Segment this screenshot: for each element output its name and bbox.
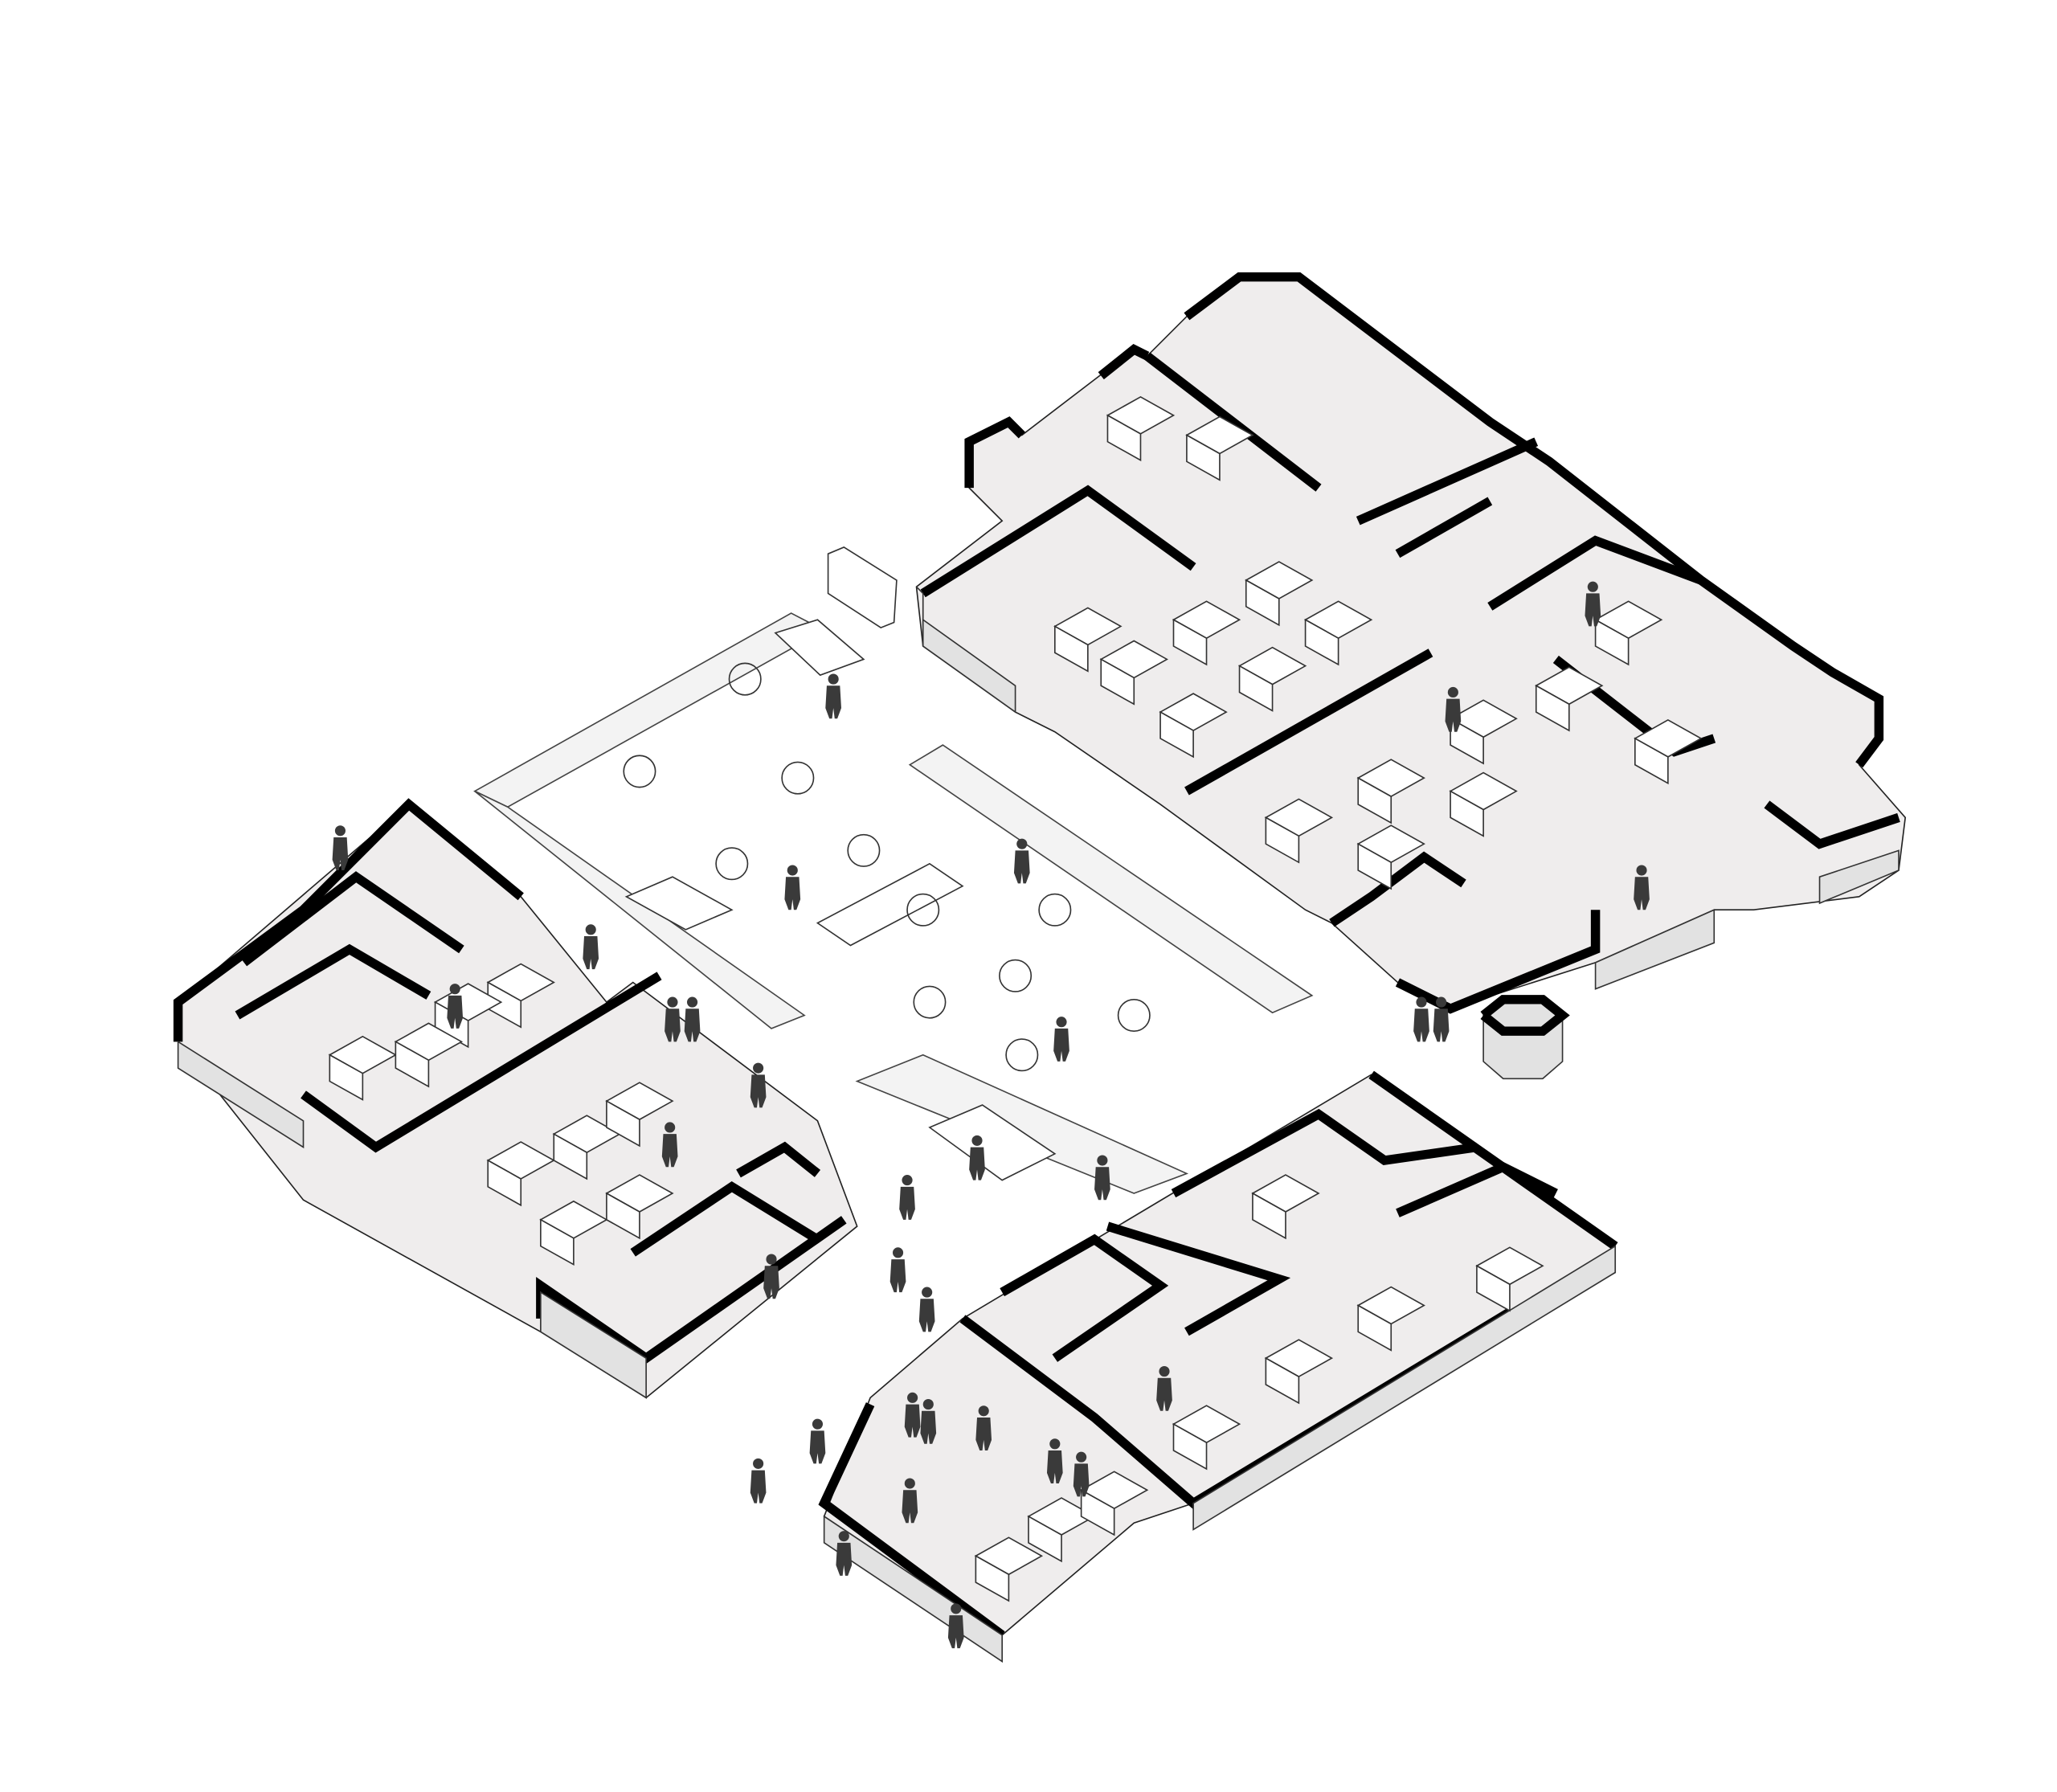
table-side bbox=[1106, 414, 1142, 462]
person-figure bbox=[1585, 581, 1601, 627]
cafe-table-set bbox=[847, 833, 881, 867]
cafe-table-set bbox=[999, 959, 1033, 992]
person-figure bbox=[825, 673, 841, 719]
person-figure bbox=[969, 1135, 985, 1180]
cafe-table-set bbox=[906, 893, 940, 927]
building-west bbox=[173, 798, 858, 1399]
table-side bbox=[1186, 434, 1221, 481]
table-side bbox=[1476, 1264, 1511, 1312]
person-figure bbox=[904, 1392, 921, 1438]
table-side bbox=[487, 1159, 522, 1207]
table-side bbox=[1357, 842, 1392, 890]
people-group bbox=[332, 581, 1650, 1649]
table-side bbox=[1594, 618, 1630, 666]
table-side bbox=[553, 1132, 588, 1180]
person-figure bbox=[809, 1418, 826, 1464]
person-figure bbox=[1073, 1451, 1090, 1497]
person-figure bbox=[583, 924, 599, 970]
cafe-table-set bbox=[1038, 893, 1072, 927]
table-side bbox=[1252, 1192, 1286, 1240]
table-side bbox=[329, 1054, 364, 1101]
gravel-strip-east bbox=[908, 744, 1314, 1014]
person-figure bbox=[920, 1399, 937, 1444]
table-side bbox=[1080, 1488, 1115, 1536]
person-figure bbox=[1413, 996, 1429, 1042]
person-figure bbox=[836, 1531, 853, 1576]
person-figure bbox=[1094, 1155, 1110, 1201]
gravel-strip-north bbox=[473, 612, 826, 808]
person-figure bbox=[975, 1405, 992, 1451]
bench-deck-west bbox=[624, 876, 734, 931]
cafe-table-set bbox=[781, 761, 815, 795]
table-side bbox=[1172, 618, 1208, 666]
person-figure bbox=[899, 1175, 915, 1220]
table-side bbox=[1053, 625, 1089, 673]
person-figure bbox=[332, 825, 349, 871]
person-figure bbox=[750, 1458, 767, 1504]
table-side bbox=[1238, 665, 1274, 712]
table-side bbox=[1159, 710, 1194, 759]
person-figure bbox=[661, 1122, 678, 1168]
person-figure bbox=[918, 1287, 935, 1332]
bench-deck-north bbox=[774, 619, 865, 677]
freestanding-wall bbox=[827, 546, 898, 628]
table-side bbox=[975, 1554, 1010, 1602]
bench-deck-center bbox=[816, 862, 964, 947]
table-side bbox=[1450, 790, 1484, 837]
table-side bbox=[606, 1099, 640, 1148]
person-figure bbox=[665, 996, 681, 1042]
table-side bbox=[1245, 579, 1280, 627]
gravel-strip-west bbox=[474, 790, 806, 1029]
person-figure bbox=[902, 1478, 918, 1524]
person-figure bbox=[750, 1062, 767, 1108]
cafe-table-set bbox=[1117, 998, 1151, 1033]
person-figure bbox=[1046, 1438, 1063, 1484]
person-figure bbox=[684, 996, 701, 1042]
person-figure bbox=[947, 1603, 964, 1649]
courtyard bbox=[473, 546, 1314, 1194]
table-side bbox=[1265, 816, 1300, 864]
cafe-table-set bbox=[913, 985, 947, 1019]
facade-strip bbox=[922, 618, 1016, 714]
table-side bbox=[1265, 1356, 1300, 1405]
person-figure bbox=[763, 1254, 779, 1299]
person-figure bbox=[1156, 1365, 1172, 1411]
table-side bbox=[1028, 1515, 1062, 1563]
table-side bbox=[606, 1192, 640, 1240]
table-side bbox=[1357, 776, 1392, 824]
table-side bbox=[1304, 618, 1339, 666]
cafe-table-set bbox=[623, 755, 656, 788]
table-side bbox=[1100, 658, 1135, 706]
person-figure bbox=[447, 984, 464, 1029]
table-side bbox=[540, 1218, 575, 1266]
building-northeast bbox=[915, 272, 1907, 1014]
person-figure bbox=[889, 1247, 906, 1293]
gravel-strip-south bbox=[855, 1054, 1189, 1194]
table-side bbox=[1634, 737, 1669, 785]
person-figure bbox=[784, 865, 801, 910]
table-side bbox=[395, 1040, 430, 1088]
table-side bbox=[1172, 1422, 1208, 1471]
person-figure bbox=[1634, 865, 1650, 910]
table-side bbox=[1450, 717, 1484, 765]
cafe-table-set bbox=[1005, 1038, 1039, 1072]
table-side bbox=[1535, 684, 1570, 732]
person-figure bbox=[1013, 838, 1030, 884]
cafe-table-set bbox=[728, 662, 762, 696]
table-side bbox=[1357, 1304, 1392, 1352]
building-south bbox=[818, 1070, 1618, 1663]
person-figure bbox=[1433, 996, 1450, 1042]
person-figure bbox=[1445, 686, 1462, 732]
cafe-table-set bbox=[715, 847, 749, 881]
person-figure bbox=[1053, 1017, 1069, 1062]
